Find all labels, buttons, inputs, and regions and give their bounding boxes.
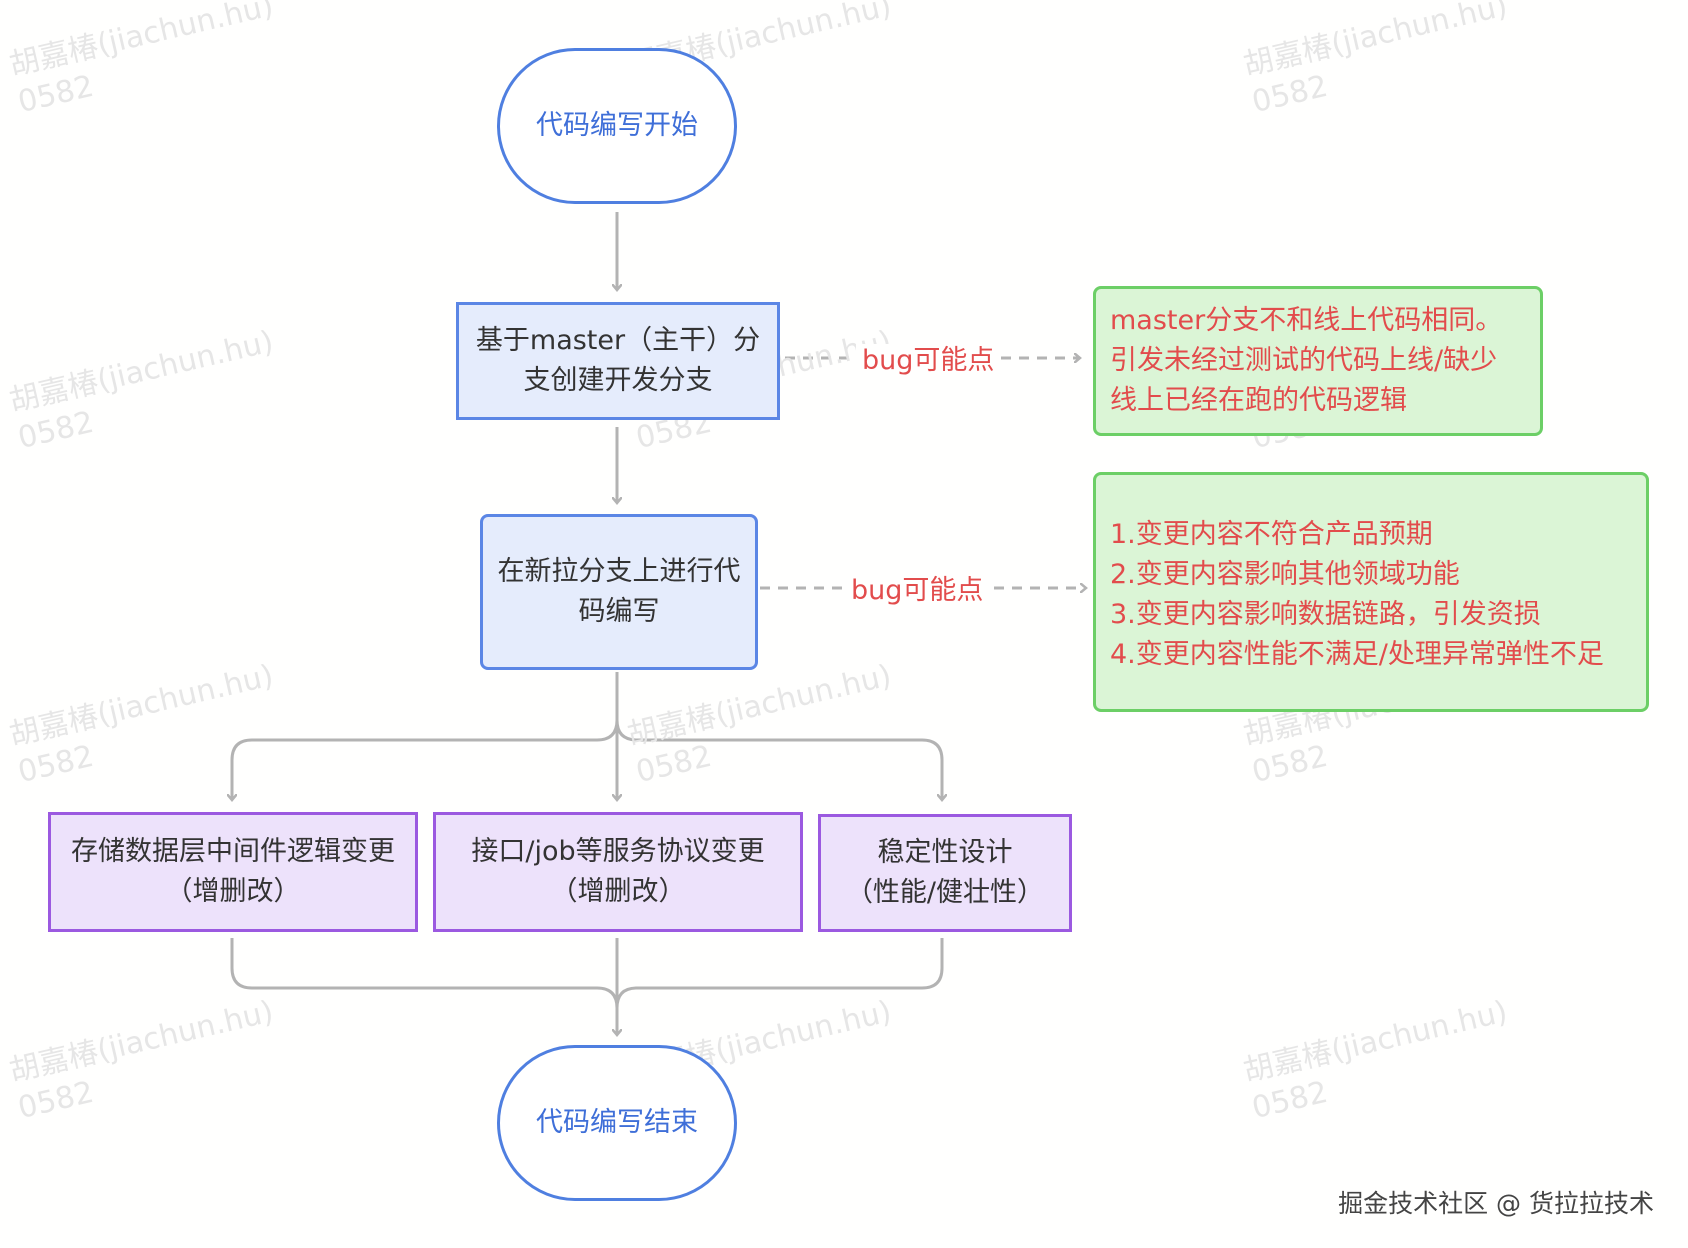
- stability-line-1: 稳定性设计: [877, 837, 1013, 868]
- risk-note-1-line-3: 线上已经在跑的代码逻辑: [1110, 385, 1407, 416]
- coding-node: 在新拉分支上进行代 码编写: [480, 514, 758, 670]
- coding-line-1: 在新拉分支上进行代: [497, 556, 741, 587]
- edge-storage-to-end: [230, 938, 617, 1035]
- bug-point-label-2: bug可能点: [845, 574, 990, 608]
- branch-create-line-2: 支创建开发分支: [523, 365, 713, 396]
- risk-note-1: master分支不和线上代码相同。 引发未经过测试的代码上线/缺少 线上已经在跑…: [1093, 286, 1543, 436]
- storage-change-line-2: （增删改）: [165, 876, 301, 907]
- start-label: 代码编写开始: [536, 110, 698, 141]
- footer-credit: 掘金技术社区 @ 货拉拉技术: [1338, 1189, 1654, 1218]
- branch-create-node: 基于master（主干）分 支创建开发分支: [456, 302, 780, 420]
- coding-line-2: 码编写: [578, 596, 660, 627]
- start-node: 代码编写开始: [497, 48, 737, 204]
- risk-note-2-line-3: 3.变更内容影响数据链路，引发资损: [1110, 599, 1541, 630]
- risk-note-2: 1.变更内容不符合产品预期 2.变更内容影响其他领域功能 3.变更内容影响数据链…: [1093, 472, 1649, 712]
- end-node: 代码编写结束: [497, 1045, 737, 1201]
- storage-change-line-1: 存储数据层中间件逻辑变更: [71, 836, 395, 867]
- branch-create-line-1: 基于master（主干）分: [475, 325, 761, 356]
- interface-change-node: 接口/job等服务协议变更 （增删改）: [433, 812, 803, 932]
- storage-change-node: 存储数据层中间件逻辑变更 （增删改）: [48, 812, 418, 932]
- edge-coding-to-stability: [615, 719, 942, 800]
- interface-change-line-1: 接口/job等服务协议变更: [471, 836, 765, 867]
- edge-stability-to-end: [615, 938, 944, 1009]
- risk-note-2-line-2: 2.变更内容影响其他领域功能: [1110, 559, 1460, 590]
- edge-coding-to-storage: [232, 672, 619, 800]
- end-label: 代码编写结束: [536, 1107, 698, 1138]
- stability-node: 稳定性设计 （性能/健壮性）: [818, 814, 1072, 932]
- bug-point-label-1: bug可能点: [856, 344, 1001, 378]
- risk-note-1-line-2: 引发未经过测试的代码上线/缺少: [1110, 345, 1498, 376]
- interface-change-line-2: （增删改）: [550, 876, 686, 907]
- risk-note-2-line-4: 4.变更内容性能不满足/处理异常弹性不足: [1110, 639, 1604, 670]
- stability-line-2: （性能/健壮性）: [845, 877, 1045, 908]
- risk-note-1-line-1: master分支不和线上代码相同。: [1110, 305, 1503, 336]
- risk-note-2-line-1: 1.变更内容不符合产品预期: [1110, 519, 1433, 550]
